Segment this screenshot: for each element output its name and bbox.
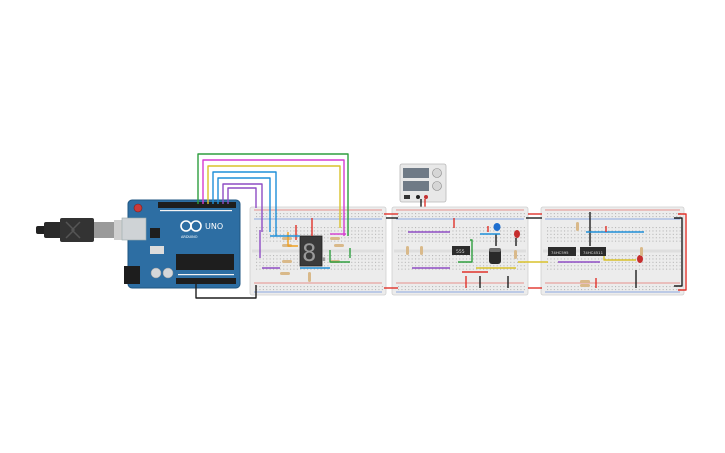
current-display	[403, 181, 429, 191]
atmega-chip	[176, 254, 234, 270]
usb-cable[interactable]	[36, 218, 130, 242]
resistor-group-2[interactable]	[406, 246, 517, 259]
power-supply[interactable]	[399, 163, 447, 203]
voltage-display	[403, 168, 429, 178]
current-knob[interactable]	[432, 181, 442, 191]
board-brand: UNO	[205, 222, 223, 231]
decoder-chip-right[interactable]: 74HC4511	[580, 247, 606, 256]
red-led-2[interactable]	[637, 255, 643, 263]
red-led-1[interactable]	[514, 230, 520, 238]
reset-button[interactable]	[133, 203, 143, 213]
shift-register-chip-left[interactable]: 74HC595	[548, 247, 576, 256]
resistor-group-3[interactable]	[576, 222, 643, 287]
board-logo-text: ARDUINO	[181, 235, 198, 239]
voltage-knob[interactable]	[432, 168, 442, 178]
electrolytic-capacitor[interactable]	[489, 248, 501, 264]
arduino-logo-icon	[180, 220, 202, 232]
wires[interactable]	[195, 153, 687, 299]
ic-555-label: 555	[456, 249, 465, 255]
seven-segment-display[interactable]: 8.	[299, 235, 331, 267]
ic-555-timer[interactable]: 555	[452, 246, 470, 255]
chip-right-label: 74HC4511	[583, 250, 604, 255]
arduino-uno-board[interactable]: UNO ARDUINO	[121, 199, 241, 289]
blue-led[interactable]	[493, 223, 501, 231]
chip-left-label: 74HC595	[551, 250, 569, 255]
seven-segment-digit: 8.	[302, 239, 331, 267]
